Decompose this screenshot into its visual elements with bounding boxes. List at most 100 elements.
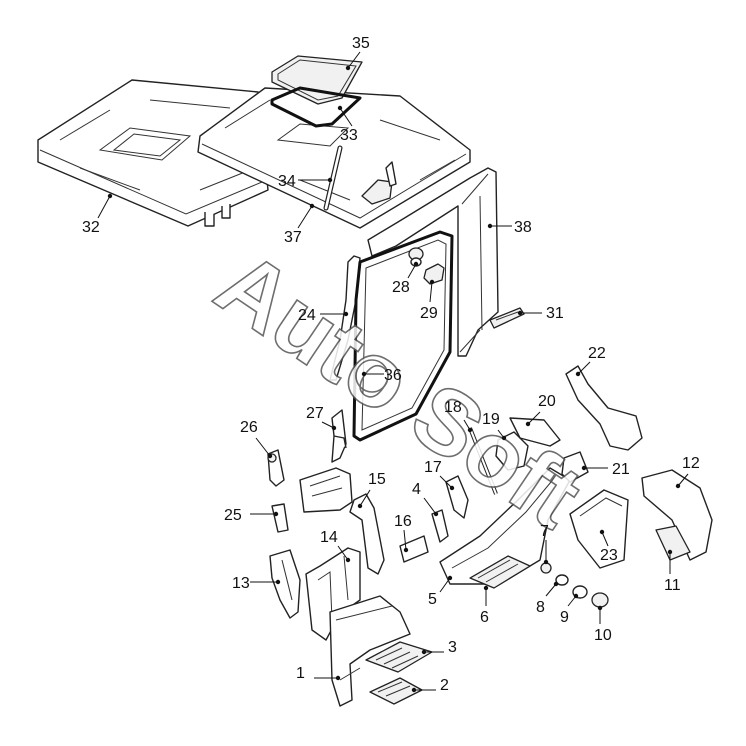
callout-leader-dot [275,579,281,585]
callout-19: 19 [482,411,507,441]
callout-leader-line [439,475,453,489]
callout-8: 8 [536,581,559,616]
callout-number: 2 [440,677,449,694]
callout-number: 3 [448,639,457,656]
callout-7: 7 [540,523,549,565]
callout-14: 14 [320,529,351,563]
callout-31: 31 [517,305,564,322]
callout-leader-dot [403,547,409,553]
callout-leader-dot [597,605,603,611]
callout-number: 11 [664,577,681,594]
callout-number: 27 [306,405,324,422]
callout-leader-line [439,577,451,593]
callout-leader-line [577,361,591,375]
part-15-arm-bracket [349,493,385,575]
callout-number: 37 [284,229,302,246]
callout-number: 17 [424,459,442,476]
callout-leader-dot [581,465,587,471]
callout-17: 17 [424,459,455,491]
callout-22: 22 [575,345,606,377]
callout-leader-line [423,497,437,515]
callout-9: 9 [560,593,579,626]
callout-32: 32 [82,193,113,236]
callout-37: 37 [284,203,315,246]
callout-13: 13 [232,575,281,592]
callout-leader-dot [345,65,351,71]
callout-number: 33 [340,127,358,144]
callout-leader-dot [357,503,363,509]
callout-leader-dot [433,511,439,517]
part-38-cab-pillar [367,167,499,357]
callout-number: 4 [412,481,421,498]
part-8-washer [555,574,569,586]
callout-leader-line [403,529,407,551]
callout-number: 8 [536,599,545,616]
callout-number: 31 [546,305,564,322]
part-27-bracket [331,409,347,463]
callout-12: 12 [675,455,700,489]
part-21-small-bracket [561,451,589,483]
callout-leader-line [677,473,689,487]
callout-leader-dot [447,575,453,581]
callout-number: 1 [296,665,305,682]
part-1-step-housing [329,595,411,707]
callout-number: 10 [594,627,612,644]
callout-number: 34 [278,173,296,190]
callout-leader-line [359,489,371,507]
callout-leader-dot [675,483,681,489]
callout-number: 38 [514,219,532,236]
callout-number: 15 [368,471,386,488]
callout-number: 9 [560,609,569,626]
callout-leader-dot [335,675,341,681]
callout-leader-dot [421,649,427,655]
part-10-nut [591,592,609,608]
callout-26: 26 [240,419,273,459]
callout-leader-line [545,583,557,597]
callout-25: 25 [224,507,279,524]
part-12-rear-fender [641,469,713,561]
part-4-clip [431,509,449,543]
callout-leader-dot [599,529,605,535]
callout-number: 12 [682,455,700,472]
callout-11: 11 [664,549,681,594]
callout-leader-dot [483,585,489,591]
callout-leader-line [407,263,417,279]
callout-leader-dot [361,371,367,377]
callout-leader-dot [345,557,351,563]
callout-leader-dot [525,421,531,427]
callout-leader-dot [517,310,523,316]
part-29-latch-block [423,263,445,285]
part-7-bolt [540,562,552,574]
callout-leader-dot [273,511,279,517]
callout-leader-dot [331,425,337,431]
part-34-gas-strut [323,145,343,211]
callout-leader-dot [267,453,273,459]
part-33-hatch-seal [270,86,362,128]
callout-leader-dot [467,427,473,433]
callout-leader-line [429,281,433,303]
callout-18: 18 [444,399,473,433]
callout-number: 26 [240,419,258,436]
part-14-support-frame [299,467,361,641]
callout-2: 2 [411,677,449,694]
callout-leader-dot [449,485,455,491]
callout-36: 36 [361,367,402,384]
callout-leader-dot [413,261,419,267]
callout-27: 27 [306,405,337,431]
callout-leader-dot [573,593,579,599]
callout-leader-dot [553,581,559,587]
callout-number: 24 [298,307,316,324]
callout-5: 5 [428,575,453,608]
part-24-side-seal-strip [329,255,361,381]
part-23-fender [569,489,629,569]
callout-24: 24 [298,307,349,324]
part-16-clip [399,535,429,563]
callout-38: 38 [487,219,532,236]
callouts: 1234567891011121314151617181920212223242… [82,35,700,694]
callout-4: 4 [412,481,439,517]
callout-leader-dot [337,105,343,111]
callout-leader-line [321,421,335,429]
part-32-roof-panel-left [37,79,269,227]
